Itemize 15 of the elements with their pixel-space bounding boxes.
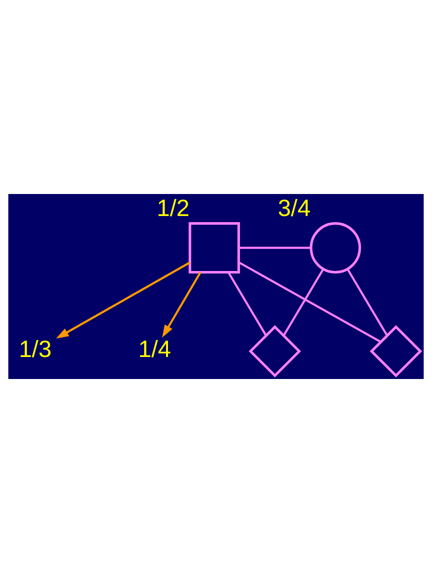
node-text: 1/3 [18,336,52,362]
connector [238,246,311,248]
node-box [188,222,240,273]
connector [227,271,267,336]
connector [238,260,382,342]
arrow [162,271,202,338]
node-text: 1/4 [138,336,171,362]
connector [282,268,324,336]
node-diamond [370,324,422,377]
arrow [56,261,190,338]
connector [346,268,388,336]
node-circle [310,222,362,273]
node-diamond [248,324,302,377]
node-label: 1/2 [156,194,190,221]
node-label: 3/4 [278,194,311,221]
